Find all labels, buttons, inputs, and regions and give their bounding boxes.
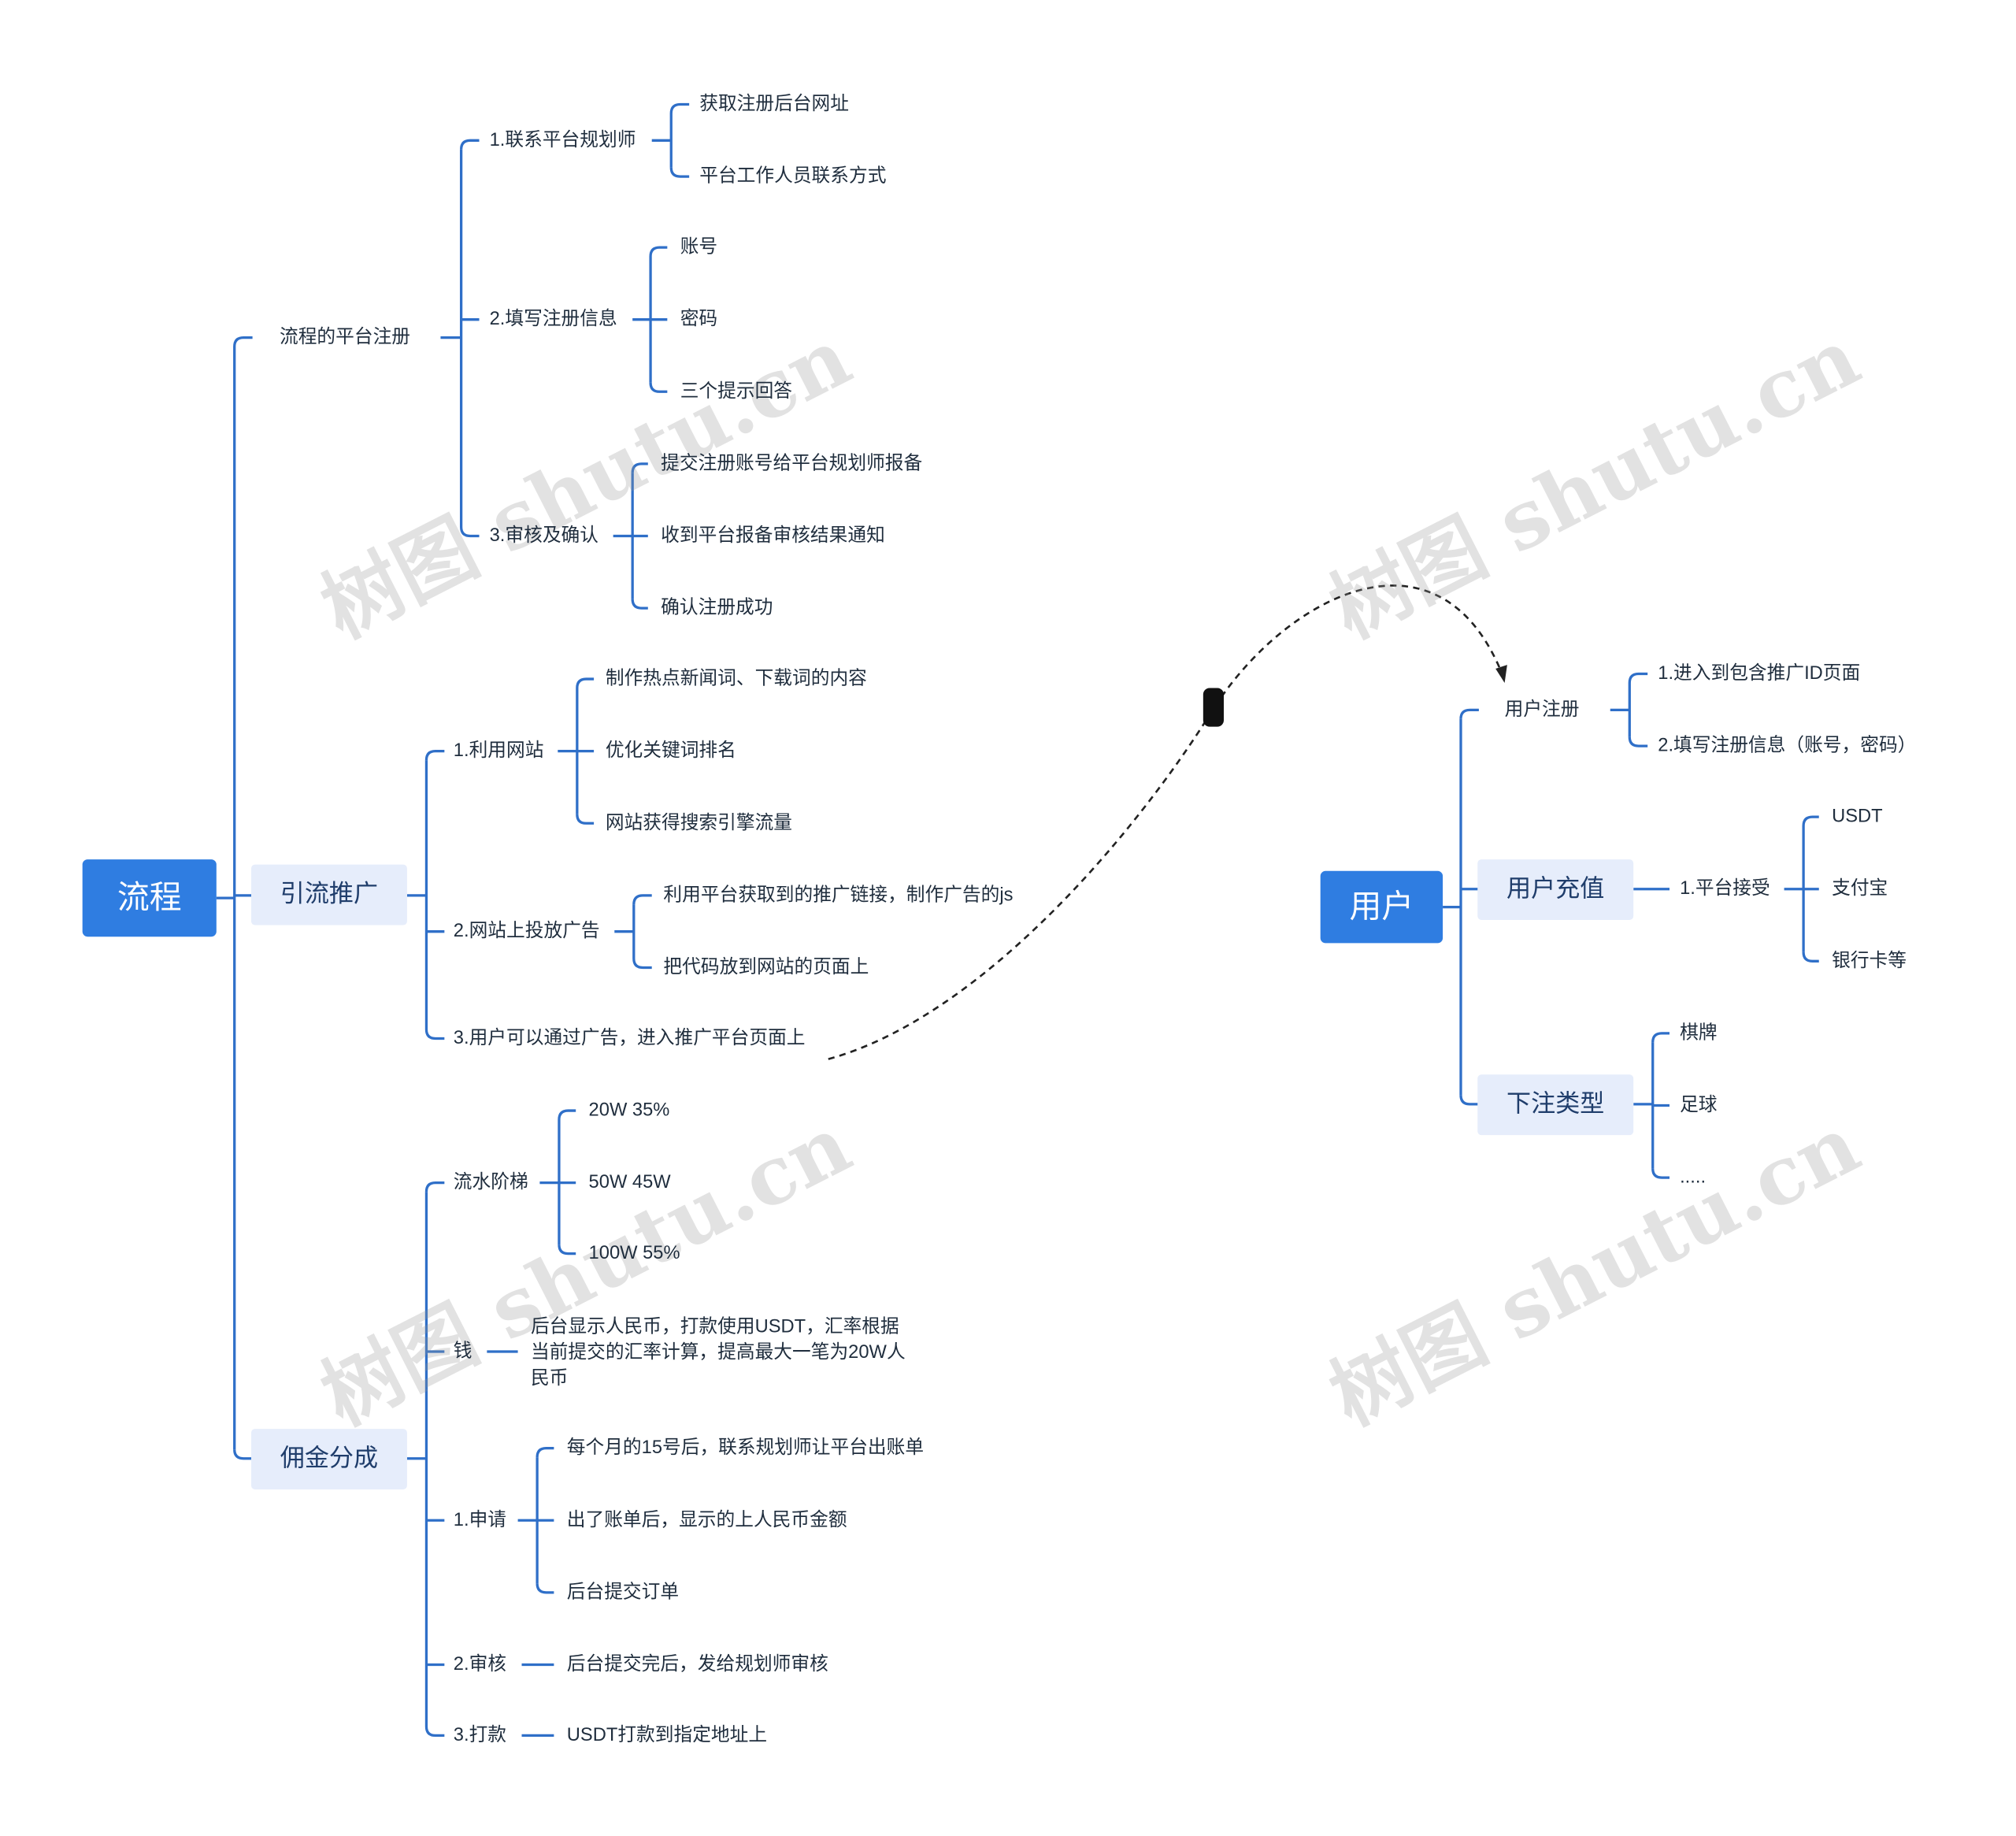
connector-line	[1802, 951, 1819, 963]
connector-line	[1459, 1095, 1479, 1106]
branch-commission[interactable]: 佣金分成	[250, 1429, 407, 1489]
branch-recharge[interactable]: 用户充值	[1477, 859, 1634, 920]
connector-line	[233, 336, 253, 347]
branch-registration[interactable]: 流程的平台注册	[279, 327, 411, 348]
leaf-item[interactable]: 后台提交完后，发给规划师审核	[566, 1654, 828, 1675]
leaf-item[interactable]: 20W 35%	[588, 1100, 670, 1122]
connector-line	[632, 958, 652, 970]
branch-user-register[interactable]: 用户注册	[1504, 699, 1580, 721]
leaf-item[interactable]: USDT打款到指定地址上	[566, 1725, 768, 1746]
leaf-item[interactable]: 利用平台获取到的推广链接，制作广告的js	[663, 885, 1014, 906]
connector-line	[1628, 672, 1648, 684]
connector-line	[459, 526, 480, 538]
leaf-money-text[interactable]: 后台显示人民币，打款使用USDT，汇率根据当前提交的汇率计算，提高最大一笔为20…	[530, 1316, 906, 1389]
connector-line	[576, 814, 595, 825]
leaf-item[interactable]: 2.填写注册信息（账号，密码）	[1658, 736, 1917, 757]
relationship-curve	[828, 584, 1506, 1060]
connector-line	[649, 382, 668, 393]
leaf-item[interactable]: .....	[1680, 1167, 1707, 1189]
connector-line	[669, 167, 690, 178]
branch-promotion[interactable]: 引流推广	[250, 864, 407, 925]
node-use-site[interactable]: 1.利用网站	[453, 740, 544, 762]
connector-line	[536, 1447, 554, 1458]
leaf-item[interactable]: 出了账单后，显示的上人民币金额	[566, 1510, 847, 1531]
leaf-item[interactable]: 优化关键词排名	[605, 740, 736, 762]
connector-line	[424, 1726, 445, 1738]
leaf-item[interactable]: USDT	[1832, 807, 1883, 828]
connector-line	[669, 102, 690, 114]
leaf-item[interactable]: 制作热点新闻词、下载词的内容	[605, 668, 867, 690]
connector-line	[576, 677, 595, 688]
node-money[interactable]: 钱	[453, 1341, 472, 1363]
connector-line	[233, 1449, 253, 1460]
node-tiers[interactable]: 流水阶梯	[453, 1172, 528, 1193]
connector-line	[424, 1181, 445, 1192]
connector-line	[424, 750, 445, 761]
connector-line	[1459, 708, 1479, 719]
node-pay[interactable]: 3.打款	[453, 1725, 507, 1746]
node-apply[interactable]: 1.申请	[453, 1510, 507, 1531]
node-audit[interactable]: 2.审核	[453, 1654, 507, 1675]
node-contact-planner[interactable]: 1.联系平台规划师	[489, 130, 636, 151]
connector-line	[558, 1244, 576, 1256]
leaf-item[interactable]: 三个提示回答	[680, 381, 793, 402]
leaf-item[interactable]: 每个月的15号后，联系规划师让平台出账单	[566, 1437, 925, 1459]
relationship-handle	[1203, 688, 1225, 727]
connector-line	[1802, 815, 1819, 826]
branch-bet-type[interactable]: 下注类型	[1477, 1074, 1634, 1136]
node-ads[interactable]: 2.网站上投放广告	[453, 921, 600, 942]
leaf-item[interactable]: 足球	[1680, 1095, 1718, 1116]
node-user-enter[interactable]: 3.用户可以通过广告，进入推广平台页面上	[453, 1028, 806, 1049]
connector-line	[631, 462, 648, 473]
connector-line	[558, 1109, 576, 1120]
leaf-item[interactable]: 密码	[680, 309, 718, 330]
relationship-arrowhead	[1495, 665, 1507, 683]
node-fill-info[interactable]: 2.填写注册信息	[489, 309, 617, 330]
leaf-item[interactable]: 银行卡等	[1832, 951, 1907, 972]
connector-line	[424, 1029, 445, 1040]
connector-line	[1628, 736, 1648, 747]
leaf-item[interactable]: 平台工作人员联系方式	[699, 166, 887, 187]
leaf-item[interactable]: 后台提交订单	[566, 1582, 680, 1603]
root-user[interactable]: 用户	[1320, 870, 1443, 944]
connector-line	[459, 139, 480, 150]
node-review[interactable]: 3.审核及确认	[489, 525, 598, 547]
leaf-item[interactable]: 提交注册账号给平台规划师报备	[661, 453, 923, 474]
connector-line	[536, 1583, 554, 1594]
leaf-item[interactable]: 收到平台报备审核结果通知	[661, 525, 885, 547]
connector-line	[649, 246, 668, 257]
root-flow[interactable]: 流程	[82, 859, 217, 937]
leaf-item[interactable]: 50W 45W	[588, 1172, 671, 1193]
leaf-item[interactable]: 把代码放到网站的页面上	[663, 957, 869, 978]
leaf-item[interactable]: 支付宝	[1832, 878, 1888, 899]
connector-line	[1651, 1032, 1670, 1043]
leaf-item[interactable]: 棋牌	[1680, 1022, 1718, 1044]
leaf-item[interactable]: 网站获得搜索引擎流量	[605, 813, 793, 834]
leaf-item[interactable]: 100W 55%	[588, 1243, 680, 1264]
leaf-item[interactable]: 1.进入到包含推广ID页面	[1658, 663, 1861, 684]
connector-line	[631, 599, 648, 610]
connector-line	[632, 894, 652, 905]
connector-line	[1651, 1168, 1670, 1179]
leaf-item[interactable]: 确认注册成功	[661, 598, 773, 619]
leaf-item[interactable]: 获取注册后台网址	[699, 94, 849, 115]
node-platform-accept[interactable]: 1.平台接受	[1680, 878, 1770, 899]
leaf-item[interactable]: 账号	[680, 236, 718, 258]
